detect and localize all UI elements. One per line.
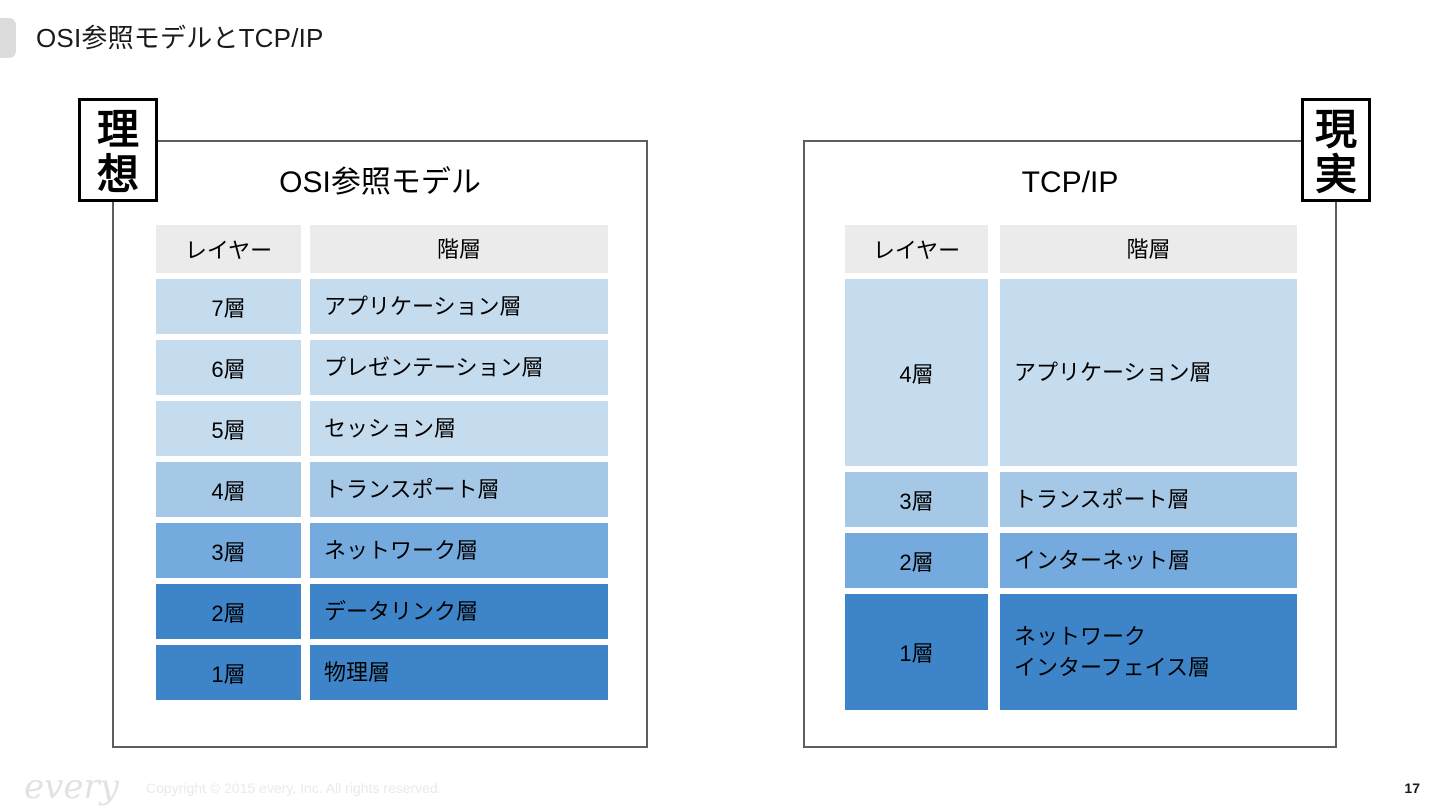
table-row: 7層 アプリケーション層 — [156, 279, 608, 334]
table-row: 3層 ネットワーク層 — [156, 523, 608, 578]
table-row: 3層 トランスポート層 — [845, 472, 1297, 527]
cell-name: 物理層 — [310, 645, 608, 700]
cell-name: ネットワーク層 — [310, 523, 608, 578]
cell-name: プレゼンテーション層 — [310, 340, 608, 395]
header-cell-name: 階層 — [1000, 225, 1297, 273]
table-row: 5層 セッション層 — [156, 401, 608, 456]
title-accent-tab — [0, 18, 16, 58]
cell-layer: 6層 — [156, 340, 301, 395]
table-row: 1層 物理層 — [156, 645, 608, 700]
table-tcpip: レイヤー 階層 4層 アプリケーション層 3層 トランスポート層 2層 インター… — [845, 225, 1297, 716]
cell-name: ネットワーク インターフェイス層 — [1000, 594, 1297, 710]
table-osi: レイヤー 階層 7層 アプリケーション層 6層 プレゼンテーション層 5層 セッ… — [156, 225, 608, 706]
cell-name: インターネット層 — [1000, 533, 1297, 588]
cell-name: セッション層 — [310, 401, 608, 456]
cell-layer: 4層 — [845, 279, 988, 466]
table-header-row: レイヤー 階層 — [156, 225, 608, 273]
panel-title-osi: OSI参照モデル — [279, 166, 481, 199]
badge-ideal-char-1: 理 — [96, 106, 139, 153]
cell-layer: 5層 — [156, 401, 301, 456]
cell-layer: 4層 — [156, 462, 301, 517]
table-row: 2層 データリンク層 — [156, 584, 608, 639]
table-row: 2層 インターネット層 — [845, 533, 1297, 588]
cell-name: データリンク層 — [310, 584, 608, 639]
cell-name: アプリケーション層 — [310, 279, 608, 334]
cell-layer: 7層 — [156, 279, 301, 334]
table-row: 4層 トランスポート層 — [156, 462, 608, 517]
copyright-text: Copyright © 2015 every, Inc. All rights … — [146, 780, 442, 796]
panel-title-tcpip: TCP/IP — [1021, 166, 1119, 199]
table-row: 6層 プレゼンテーション層 — [156, 340, 608, 395]
every-logo: every — [24, 767, 119, 807]
cell-layer: 1層 — [845, 594, 988, 710]
header-cell-layer: レイヤー — [156, 225, 301, 273]
page-title: OSI参照モデルとTCP/IP — [36, 23, 324, 53]
cell-layer: 3層 — [845, 472, 988, 527]
cell-name: トランスポート層 — [1000, 472, 1297, 527]
badge-reality: 現 実 — [1301, 98, 1371, 202]
badge-ideal-char-2: 想 — [96, 151, 139, 198]
page-number: 17 — [1404, 780, 1420, 796]
cell-layer: 1層 — [156, 645, 301, 700]
table-header-row: レイヤー 階層 — [845, 225, 1297, 273]
badge-reality-char-2: 実 — [1314, 151, 1357, 198]
badge-reality-char-1: 現 — [1314, 106, 1357, 153]
header-cell-name: 階層 — [310, 225, 608, 273]
cell-layer: 3層 — [156, 523, 301, 578]
cell-layer: 2層 — [156, 584, 301, 639]
cell-layer: 2層 — [845, 533, 988, 588]
cell-name: トランスポート層 — [310, 462, 608, 517]
badge-ideal: 理 想 — [78, 98, 158, 202]
table-row: 1層 ネットワーク インターフェイス層 — [845, 594, 1297, 710]
header-cell-layer: レイヤー — [845, 225, 988, 273]
table-row: 4層 アプリケーション層 — [845, 279, 1297, 466]
cell-name: アプリケーション層 — [1000, 279, 1297, 466]
